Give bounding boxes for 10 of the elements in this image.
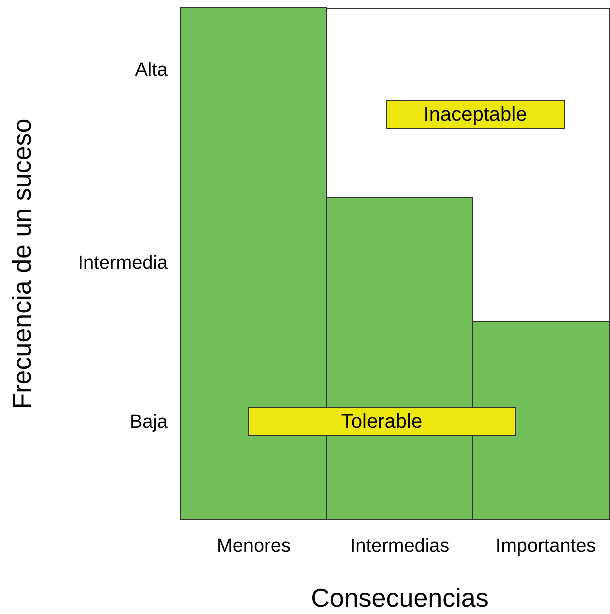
axis-tick-label: Importantes bbox=[494, 537, 598, 556]
axis-tick-label: Menores bbox=[216, 537, 292, 556]
label-box: Tolerable bbox=[248, 407, 516, 436]
axis-tick-label: Alta bbox=[135, 61, 168, 80]
axis-tick-label: Intermedia bbox=[78, 254, 168, 273]
axis-title: Frecuencia de un suceso bbox=[9, 118, 35, 410]
axis-tick-label: Intermedias bbox=[349, 537, 451, 556]
label-box: Inaceptable bbox=[386, 100, 565, 129]
axis-title: Consecuencias bbox=[310, 585, 490, 611]
axis-tick-label: Baja bbox=[130, 413, 168, 432]
